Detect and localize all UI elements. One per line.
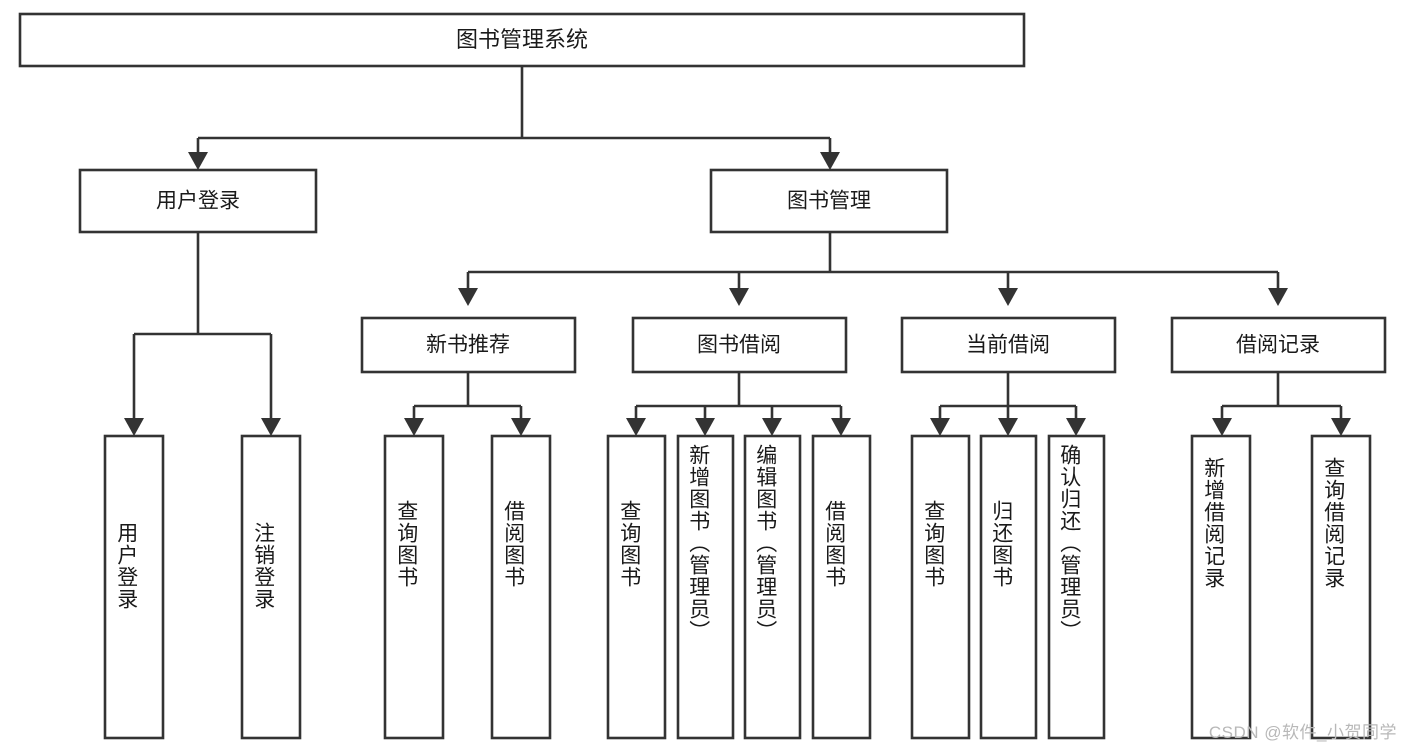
arrowhead-leaf-current-borrow-2 bbox=[998, 418, 1018, 436]
node-leaf-book-borrow-4-box[interactable] bbox=[811, 434, 872, 740]
node-borrow-record-label: 借阅记录 bbox=[1236, 334, 1320, 357]
arrowhead-leaf-book-borrow-3 bbox=[762, 418, 782, 436]
node-book-manage-label: 图书管理 bbox=[787, 190, 871, 213]
node-borrow-record-box[interactable] bbox=[1170, 316, 1387, 374]
node-user-login-label: 用户登录 bbox=[156, 190, 240, 213]
arrowhead-current-borrow bbox=[998, 288, 1018, 306]
arrowhead-leaf-borrow-record-2 bbox=[1331, 418, 1351, 436]
node-leaf-book-borrow-2-box[interactable] bbox=[676, 434, 735, 740]
arrowhead-leaf-current-borrow-3 bbox=[1066, 418, 1086, 436]
node-leaf-user-login-1-box[interactable] bbox=[103, 434, 165, 740]
arrowhead-user-login bbox=[188, 152, 208, 170]
arrowhead-leaf-borrow-record-1 bbox=[1212, 418, 1232, 436]
csdn-watermark: CSDN @软件_小贺同学 bbox=[1208, 723, 1397, 742]
node-current-borrow-label: 当前借阅 bbox=[966, 334, 1050, 357]
node-book-borrow-box[interactable] bbox=[631, 316, 848, 374]
node-leaf-borrow-record-1-box[interactable] bbox=[1190, 434, 1252, 740]
arrowhead-group bbox=[124, 152, 1351, 436]
arrowhead-book-manage bbox=[820, 152, 840, 170]
node-leaf-current-borrow-2-box[interactable] bbox=[979, 434, 1038, 740]
arrowhead-leaf-new-book-1 bbox=[404, 418, 424, 436]
node-leaf-user-login-2-box[interactable] bbox=[240, 434, 302, 740]
node-new-book-label: 新书推荐 bbox=[426, 334, 510, 357]
arrowhead-leaf-user-login-1 bbox=[124, 418, 144, 436]
node-leaf-current-borrow-1-box[interactable] bbox=[910, 434, 971, 740]
node-leaf-book-borrow-3-box[interactable] bbox=[743, 434, 802, 740]
node-leaf-book-borrow-1-box[interactable] bbox=[606, 434, 667, 740]
node-leaf-new-book-2-box[interactable] bbox=[490, 434, 552, 740]
arrowhead-leaf-new-book-2 bbox=[511, 418, 531, 436]
arrowhead-new-book bbox=[458, 288, 478, 306]
arrowhead-borrow-record bbox=[1268, 288, 1288, 306]
node-root-box[interactable] bbox=[18, 12, 1026, 68]
node-current-borrow-box[interactable] bbox=[900, 316, 1117, 374]
arrowhead-leaf-book-borrow-1 bbox=[626, 418, 646, 436]
node-book-borrow-label: 图书借阅 bbox=[697, 334, 781, 357]
arrowhead-book-borrow bbox=[729, 288, 749, 306]
arrowhead-leaf-book-borrow-2 bbox=[695, 418, 715, 436]
node-leaf-borrow-record-2-box[interactable] bbox=[1310, 434, 1372, 740]
node-root-label: 图书管理系统 bbox=[456, 27, 588, 52]
node-new-book-box[interactable] bbox=[360, 316, 577, 374]
node-leaf-current-borrow-3-box[interactable] bbox=[1047, 434, 1106, 740]
arrowhead-leaf-current-borrow-1 bbox=[930, 418, 950, 436]
arrowhead-leaf-user-login-2 bbox=[261, 418, 281, 436]
connector-group bbox=[132, 66, 1343, 418]
node-book-manage-box[interactable] bbox=[709, 168, 949, 234]
arrowhead-leaf-book-borrow-4 bbox=[831, 418, 851, 436]
node-user-login-box[interactable] bbox=[78, 168, 318, 234]
node-leaf-new-book-1-box[interactable] bbox=[383, 434, 445, 740]
